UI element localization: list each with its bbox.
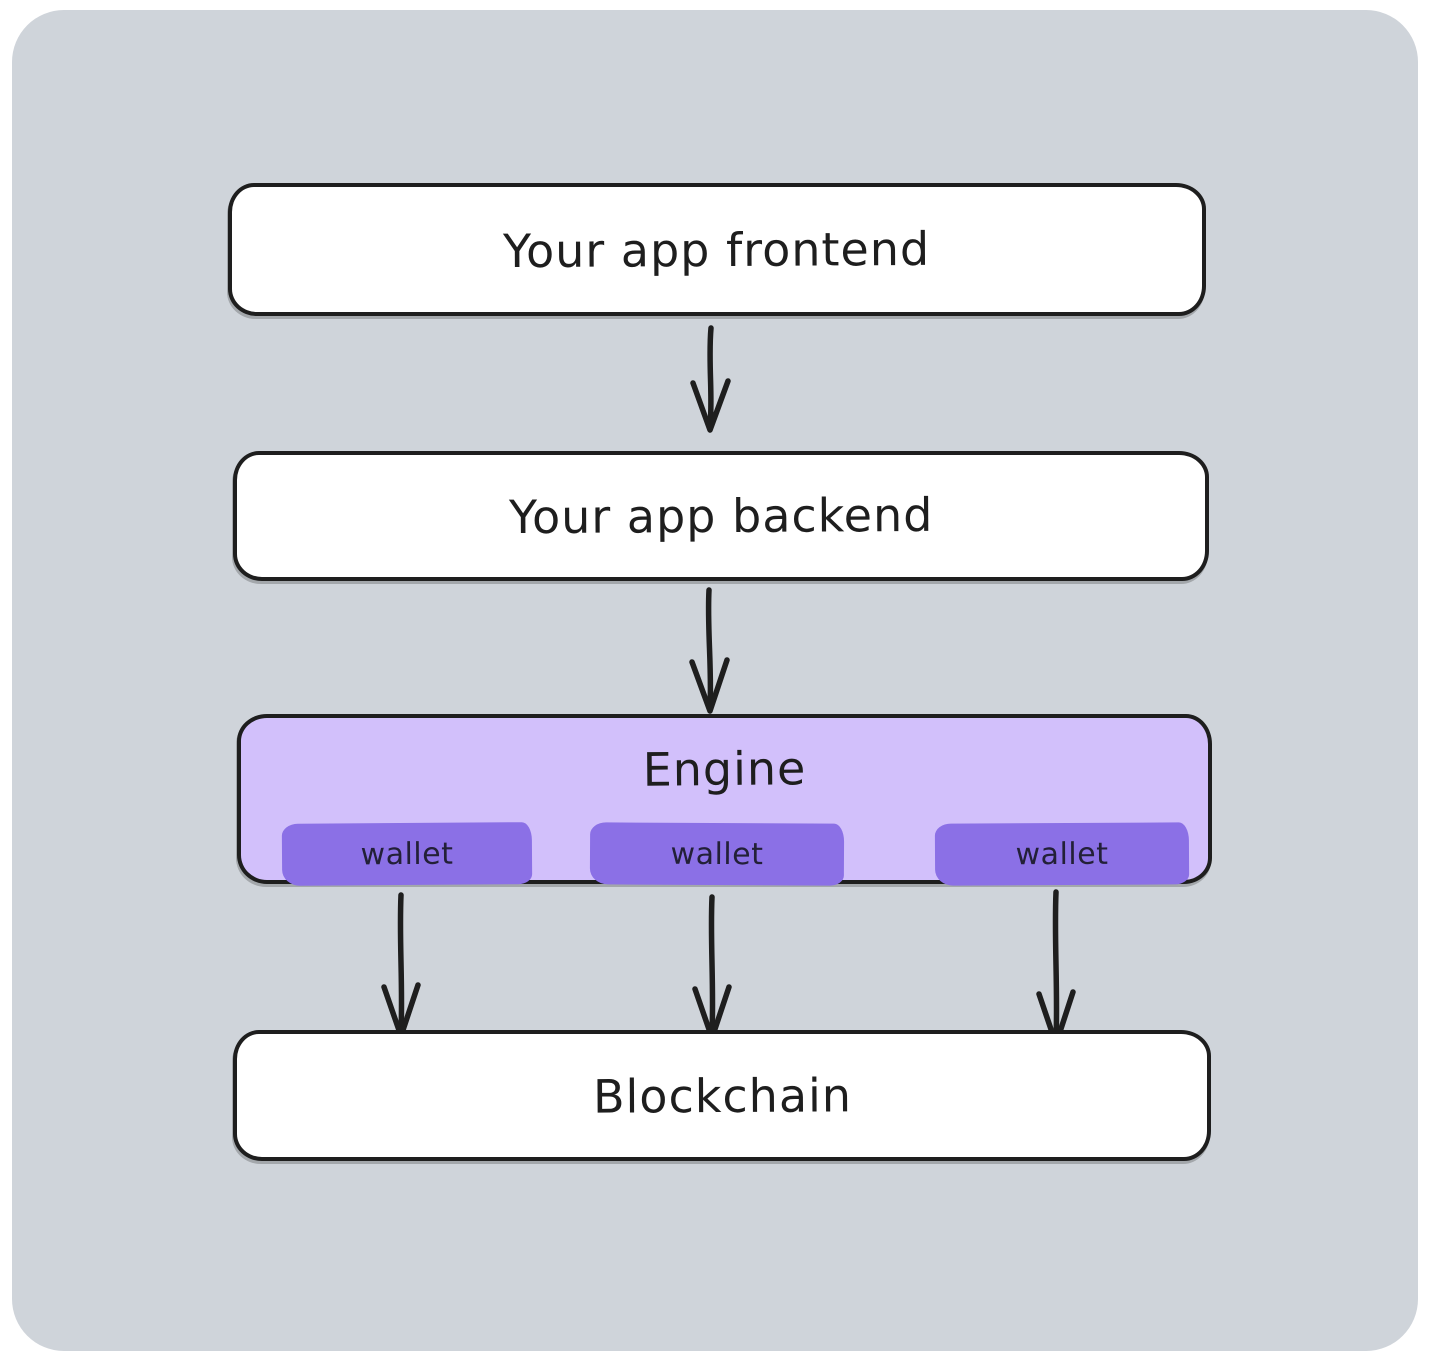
wallet-label: wallet: [670, 836, 764, 872]
node-blockchain-label: Blockchain: [592, 1067, 852, 1124]
node-engine: Engine wallet wallet wallet: [237, 714, 1212, 886]
wallet-label: wallet: [360, 836, 454, 872]
wallet-box: wallet: [589, 822, 845, 886]
wallet-box: wallet: [281, 822, 533, 886]
node-frontend: Your app frontend: [228, 183, 1206, 316]
node-frontend-label: Your app frontend: [503, 221, 931, 278]
wallet-label: wallet: [1015, 836, 1109, 872]
wallet-box: wallet: [934, 822, 1190, 886]
node-backend-label: Your app backend: [508, 487, 934, 545]
node-blockchain: Blockchain: [233, 1030, 1211, 1161]
node-backend: Your app backend: [233, 451, 1209, 581]
node-engine-label: Engine: [642, 741, 807, 797]
